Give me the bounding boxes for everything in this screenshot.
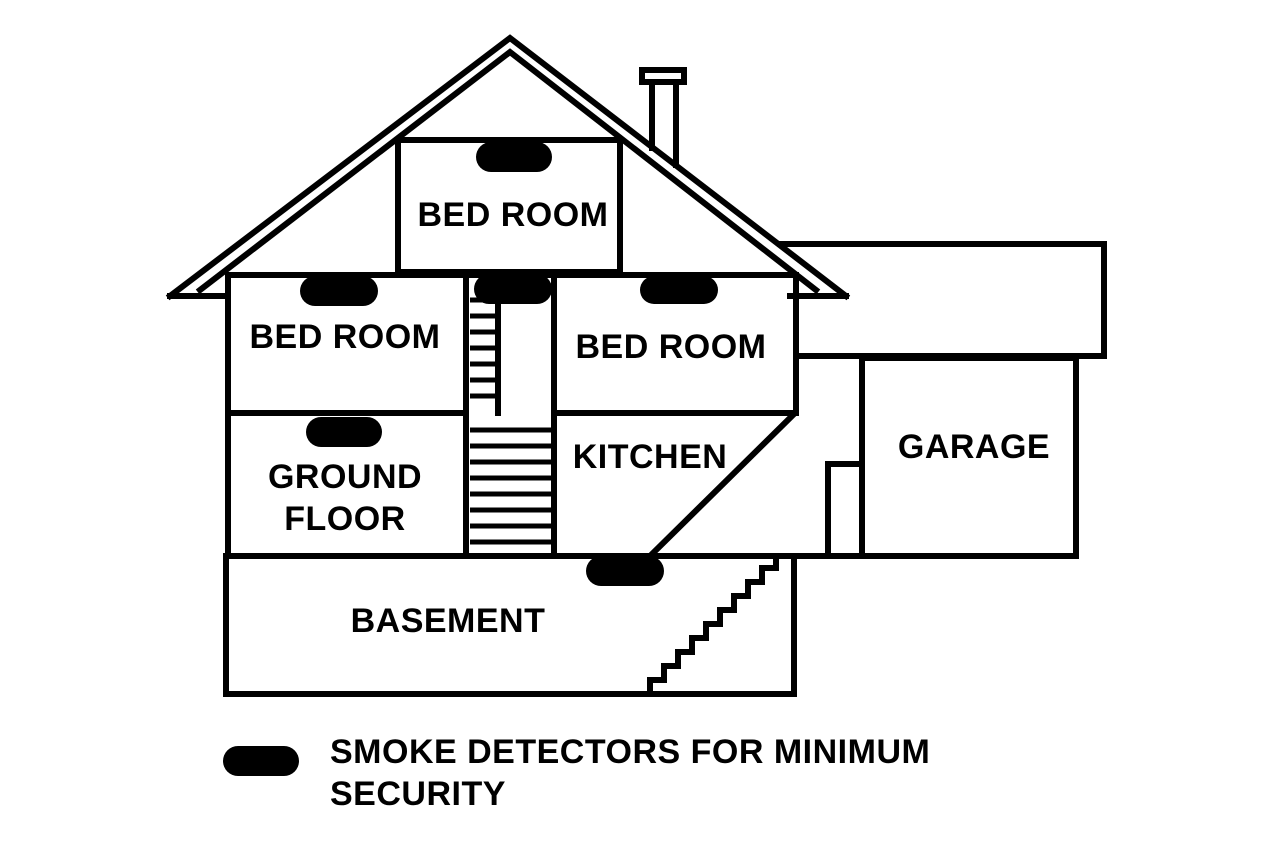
garage-label: GARAGE [898, 428, 1050, 466]
left-bedroom-label: BED ROOM [250, 318, 441, 356]
ground-floor-label-line2: FLOOR [284, 500, 405, 538]
ground-floor-label-line1: GROUND [268, 458, 422, 496]
legend-smoke-detector-icon [223, 746, 299, 776]
smoke-detector-icon [474, 274, 552, 304]
lower-stairs [470, 427, 552, 545]
smoke-detector-icon [476, 142, 552, 172]
house-body [225, 272, 799, 559]
kitchen-diagonal-wall [645, 411, 797, 561]
roof [165, 34, 851, 301]
smoke-detectors [300, 142, 718, 586]
legend-text: SMOKE DETECTORS FOR MINIMUM SECURITY [330, 733, 931, 813]
smoke-detector-icon [306, 417, 382, 447]
upper-stairs [470, 297, 496, 399]
chimney [639, 67, 687, 168]
basement-stairs [647, 553, 779, 693]
smoke-detector-icon [300, 276, 378, 306]
top-bedroom-label: BED ROOM [418, 196, 609, 234]
basement-label: BASEMENT [351, 602, 546, 640]
smoke-detector-icon [586, 556, 664, 586]
right-bedroom-label: BED ROOM [576, 328, 767, 366]
garage [825, 355, 1079, 559]
basement [223, 553, 833, 697]
garage-roof [777, 241, 1107, 359]
smoke-detector-icon [640, 276, 718, 304]
kitchen-label: KITCHEN [573, 438, 728, 476]
